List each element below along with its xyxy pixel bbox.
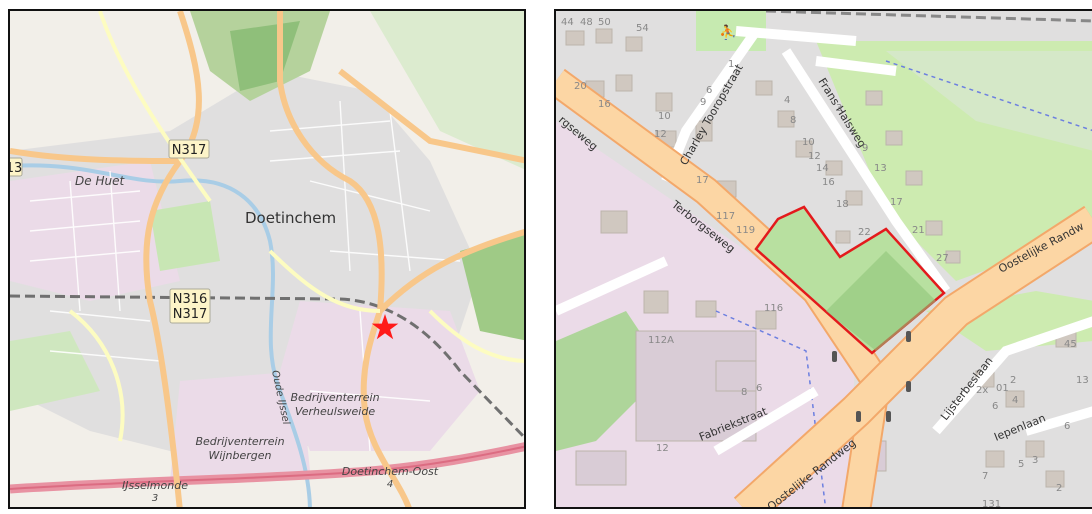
primary-roads — [10, 11, 524, 507]
river-oude-ijssel — [10, 163, 312, 507]
svg-text:4: 4 — [1012, 395, 1018, 406]
svg-text:16: 16 — [598, 99, 611, 110]
label-de-huet: De Huet — [75, 174, 125, 188]
svg-text:22: 22 — [858, 227, 871, 238]
svg-text:13: 13 — [874, 163, 887, 174]
forest-east — [460, 232, 524, 341]
label-exit-east: Doetinchem-Oost — [342, 465, 439, 478]
svg-text:9: 9 — [700, 97, 706, 108]
svg-text:13: 13 — [10, 161, 22, 176]
svg-text:3: 3 — [836, 103, 842, 114]
label-exit-west-number: 3 — [152, 493, 158, 504]
boundary-line-south — [715, 310, 827, 507]
railway-line — [10, 294, 524, 440]
detail-map-canvas: ⛹ — [556, 11, 1092, 509]
residential-streets — [556, 26, 1092, 456]
parcel-inner-green — [826, 251, 936, 351]
motorway-a18-edge — [10, 445, 524, 490]
svg-text:54: 54 — [636, 23, 649, 34]
svg-text:N317: N317 — [172, 143, 207, 158]
svg-text:14: 14 — [816, 163, 829, 174]
overview-map[interactable]: N317 N316 N317 13 Doetinchem De Huet Bed… — [8, 9, 526, 509]
label-bedrijventerrein-verheulsweide-1: Bedrijventerrein — [290, 391, 379, 404]
svg-text:27: 27 — [936, 253, 949, 264]
svg-text:10: 10 — [658, 111, 671, 122]
industrial-verheulsweide — [280, 301, 480, 451]
svg-text:119: 119 — [736, 225, 755, 236]
detail-map[interactable]: ⛹ — [554, 9, 1092, 509]
label-doetinchem: Doetinchem — [245, 209, 336, 227]
shield-n316-n317: N316 N317 — [169, 288, 211, 324]
svg-text:10: 10 — [802, 137, 815, 148]
svg-text:18: 18 — [836, 199, 849, 210]
svg-text:6: 6 — [756, 383, 762, 394]
svg-text:117: 117 — [716, 211, 735, 222]
svg-text:50: 50 — [598, 17, 611, 28]
industrial-west — [10, 161, 180, 301]
overview-map-canvas: N317 N316 N317 13 Doetinchem De Huet Bed… — [10, 11, 524, 507]
park-center — [150, 201, 220, 271]
svg-text:131: 131 — [982, 499, 1001, 509]
svg-text:5: 5 — [1018, 459, 1024, 470]
svg-text:48: 48 — [580, 17, 593, 28]
svg-text:2x: 2x — [976, 385, 988, 396]
svg-text:N317: N317 — [173, 307, 208, 322]
svg-text:3: 3 — [1032, 455, 1038, 466]
svg-text:17: 17 — [696, 175, 709, 186]
svg-text:9: 9 — [862, 143, 868, 154]
svg-text:16: 16 — [822, 177, 835, 188]
svg-text:12: 12 — [808, 151, 821, 162]
svg-text:44: 44 — [561, 17, 574, 28]
shield-n317-top: N317 — [168, 139, 210, 159]
label-bedrijventerrein-wijnbergen-2: Wijnbergen — [209, 449, 272, 462]
label-bedrijventerrein-verheulsweide-2: Verheulsweide — [295, 405, 375, 418]
meadow-north — [886, 51, 1092, 151]
svg-text:12: 12 — [654, 129, 667, 140]
svg-text:4: 4 — [784, 95, 790, 106]
svg-text:12: 12 — [656, 443, 669, 454]
playground-icon: ⛹ — [719, 23, 736, 41]
svg-text:N316: N316 — [173, 292, 208, 307]
industrial-wijnbergen — [170, 371, 310, 481]
svg-text:8: 8 — [741, 387, 747, 398]
svg-text:17: 17 — [890, 197, 903, 208]
shield-13-edge: 13 — [10, 157, 23, 177]
meadow-northeast — [370, 11, 524, 170]
svg-text:45: 45 — [1064, 339, 1077, 350]
street-grid — [29, 100, 461, 452]
label-exit-west: IJsselmonde — [122, 479, 188, 492]
svg-text:2: 2 — [1010, 375, 1016, 386]
svg-text:21: 21 — [912, 225, 925, 236]
svg-text:1: 1 — [728, 59, 734, 70]
traffic-signal-icons — [832, 331, 911, 422]
label-exit-east-number: 4 — [387, 479, 393, 490]
house-numbers: 44 48 50 54 20 16 10 12 9 6 1 3 4 8 10 1… — [561, 17, 1089, 509]
svg-text:6: 6 — [1064, 421, 1070, 432]
svg-text:8: 8 — [790, 115, 796, 126]
meadow-southwest — [10, 331, 100, 411]
svg-text:2: 2 — [1056, 483, 1062, 494]
svg-text:13: 13 — [1076, 375, 1089, 386]
secondary-roads — [68, 11, 524, 442]
svg-text:6: 6 — [706, 85, 712, 96]
svg-text:7: 7 — [982, 471, 988, 482]
svg-text:20: 20 — [574, 81, 587, 92]
svg-text:01: 01 — [996, 383, 1009, 394]
railway-line — [765, 11, 1092, 23]
star-icon — [371, 314, 399, 340]
svg-text:112A: 112A — [648, 335, 674, 346]
svg-text:116: 116 — [764, 303, 783, 314]
label-bedrijventerrein-wijnbergen-1: Bedrijventerrein — [195, 435, 284, 448]
svg-text:6: 6 — [992, 401, 998, 412]
